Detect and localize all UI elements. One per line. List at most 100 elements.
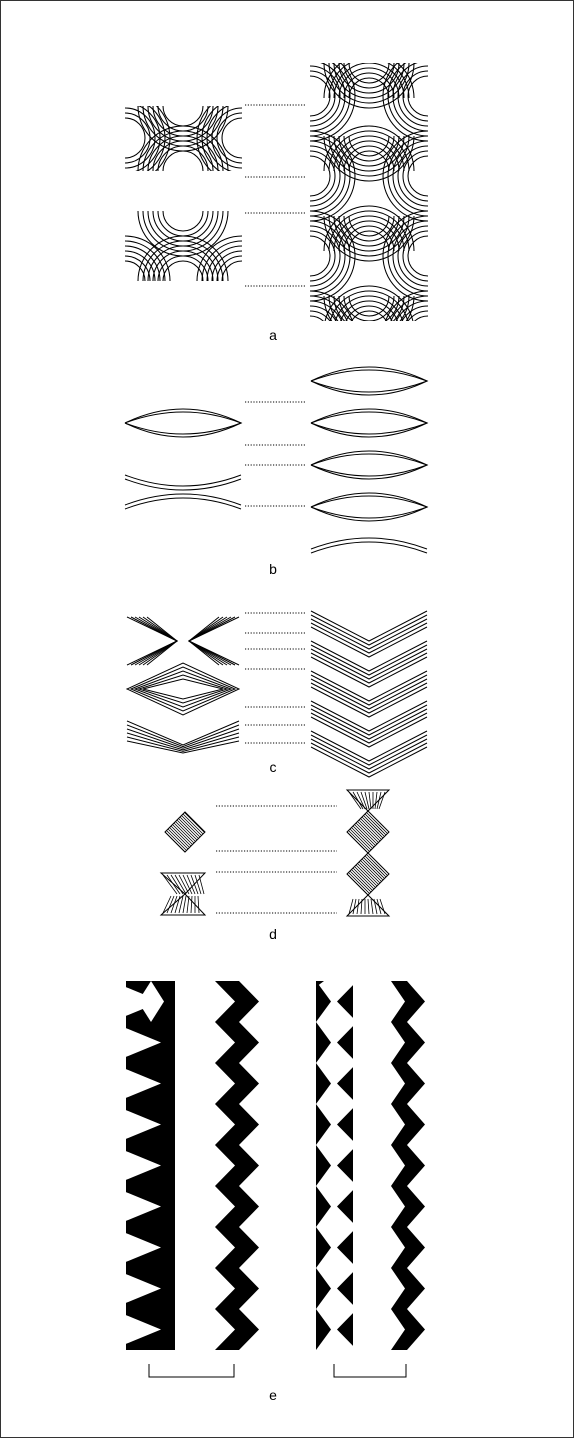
- arc-stroke: [310, 316, 330, 356]
- hatch-line: [357, 899, 359, 914]
- triangle-left: [316, 1309, 331, 1350]
- lens-shape: [311, 496, 427, 518]
- arc-stroke: [158, 256, 208, 281]
- hatch-line: [171, 826, 191, 846]
- hatch-line: [369, 792, 371, 809]
- lens-shape: [311, 409, 427, 437]
- motif-a-top: [125, 93, 242, 183]
- panel-label-c: c: [253, 759, 293, 775]
- arc-stroke: [344, 73, 394, 98]
- lens-shape: [311, 367, 427, 395]
- arc-stroke: [310, 236, 330, 276]
- triangle-right: [337, 1313, 353, 1346]
- arc-stroke: [310, 51, 355, 141]
- panel-label-b: b: [253, 561, 293, 577]
- arc-stroke: [163, 151, 203, 171]
- chevron-stroke: [127, 617, 177, 665]
- arc-stroke: [158, 211, 208, 236]
- chevron-stroke: [189, 617, 239, 665]
- hatch-line: [183, 814, 203, 834]
- triangle-left: [316, 1227, 331, 1268]
- hatch-line: [368, 899, 369, 914]
- triangle-right: [337, 1231, 353, 1264]
- chevron-stroke: [189, 617, 219, 665]
- hatch-line: [170, 828, 190, 848]
- arc-stroke: [222, 118, 242, 158]
- hatch-line: [177, 820, 197, 840]
- zigzag-band-2: [215, 981, 259, 1350]
- hatch-line: [179, 819, 199, 839]
- triangle-right: [337, 1190, 353, 1223]
- arc-stroke: [324, 286, 414, 331]
- triangle-right: [337, 985, 353, 1018]
- hatch-line: [167, 831, 187, 851]
- triangle-left: [316, 1022, 331, 1063]
- triangle-left: [316, 1104, 331, 1145]
- triangle-left: [316, 981, 331, 1022]
- hatch-line: [167, 875, 180, 894]
- hatch-line: [174, 823, 194, 843]
- triangle-right: [337, 1067, 353, 1100]
- triangle-right: [337, 1108, 353, 1141]
- arc-stroke: [163, 211, 203, 231]
- hatch-line: [183, 896, 186, 913]
- triangle-cap: [316, 981, 324, 987]
- hatch-line: [374, 899, 377, 914]
- arc-stroke: [398, 306, 428, 366]
- hatch-line: [349, 792, 361, 809]
- arc-stroke: [408, 316, 428, 356]
- arc-stroke: [403, 71, 428, 121]
- arc-stroke: [212, 251, 242, 281]
- arc-stroke: [408, 236, 428, 276]
- panel-b: [125, 367, 427, 553]
- arc-stroke: [138, 106, 228, 151]
- hatch-line: [168, 829, 188, 849]
- lens-shape: [311, 412, 427, 434]
- lens-shape: [311, 451, 427, 479]
- hatch-line: [163, 896, 171, 913]
- arc-stroke: [344, 63, 394, 88]
- arc-stroke: [408, 156, 428, 196]
- hatch-line: [353, 899, 356, 914]
- triangle-right: [337, 1026, 353, 1059]
- arc-stroke: [383, 51, 428, 141]
- panel-label-a: a: [253, 327, 293, 343]
- lens-shape: [311, 493, 427, 521]
- lens-shape: [311, 454, 427, 476]
- panel-c: [127, 611, 427, 777]
- diamond-stroke: [135, 671, 231, 707]
- lens-shape: [125, 409, 241, 437]
- bracket-left: [149, 1364, 234, 1377]
- triangle-left: [316, 1268, 331, 1309]
- panel-e: [126, 981, 425, 1377]
- chevron-stroke: [147, 617, 177, 665]
- arc-stroke: [197, 236, 242, 281]
- arc-stroke: [197, 93, 242, 183]
- arc-stroke: [310, 306, 340, 366]
- arc-stroke: [324, 216, 414, 261]
- hatch-line: [180, 817, 200, 837]
- lens-shape: [125, 412, 241, 434]
- arc-stroke: [324, 136, 414, 181]
- hatch-line: [375, 792, 377, 809]
- hatch-line: [173, 825, 193, 845]
- arc-stroke: [324, 296, 414, 341]
- hatch-line: [198, 896, 199, 913]
- triangle-left: [316, 1145, 331, 1186]
- bracket-right: [334, 1364, 406, 1377]
- arc-stroke: [324, 63, 414, 108]
- hatch-line: [191, 896, 192, 913]
- arc-stroke: [310, 71, 335, 121]
- triangle-right: [337, 1149, 353, 1182]
- arc-stroke: [324, 53, 414, 98]
- triangle-left: [316, 1186, 331, 1227]
- hatch-line: [185, 813, 205, 833]
- arc-stroke: [138, 126, 228, 171]
- hatch-line: [371, 899, 373, 914]
- triangle-left: [316, 1063, 331, 1104]
- triangle-right: [337, 1272, 353, 1305]
- motif-a-bottom: [125, 211, 242, 281]
- composite-a: [310, 51, 428, 381]
